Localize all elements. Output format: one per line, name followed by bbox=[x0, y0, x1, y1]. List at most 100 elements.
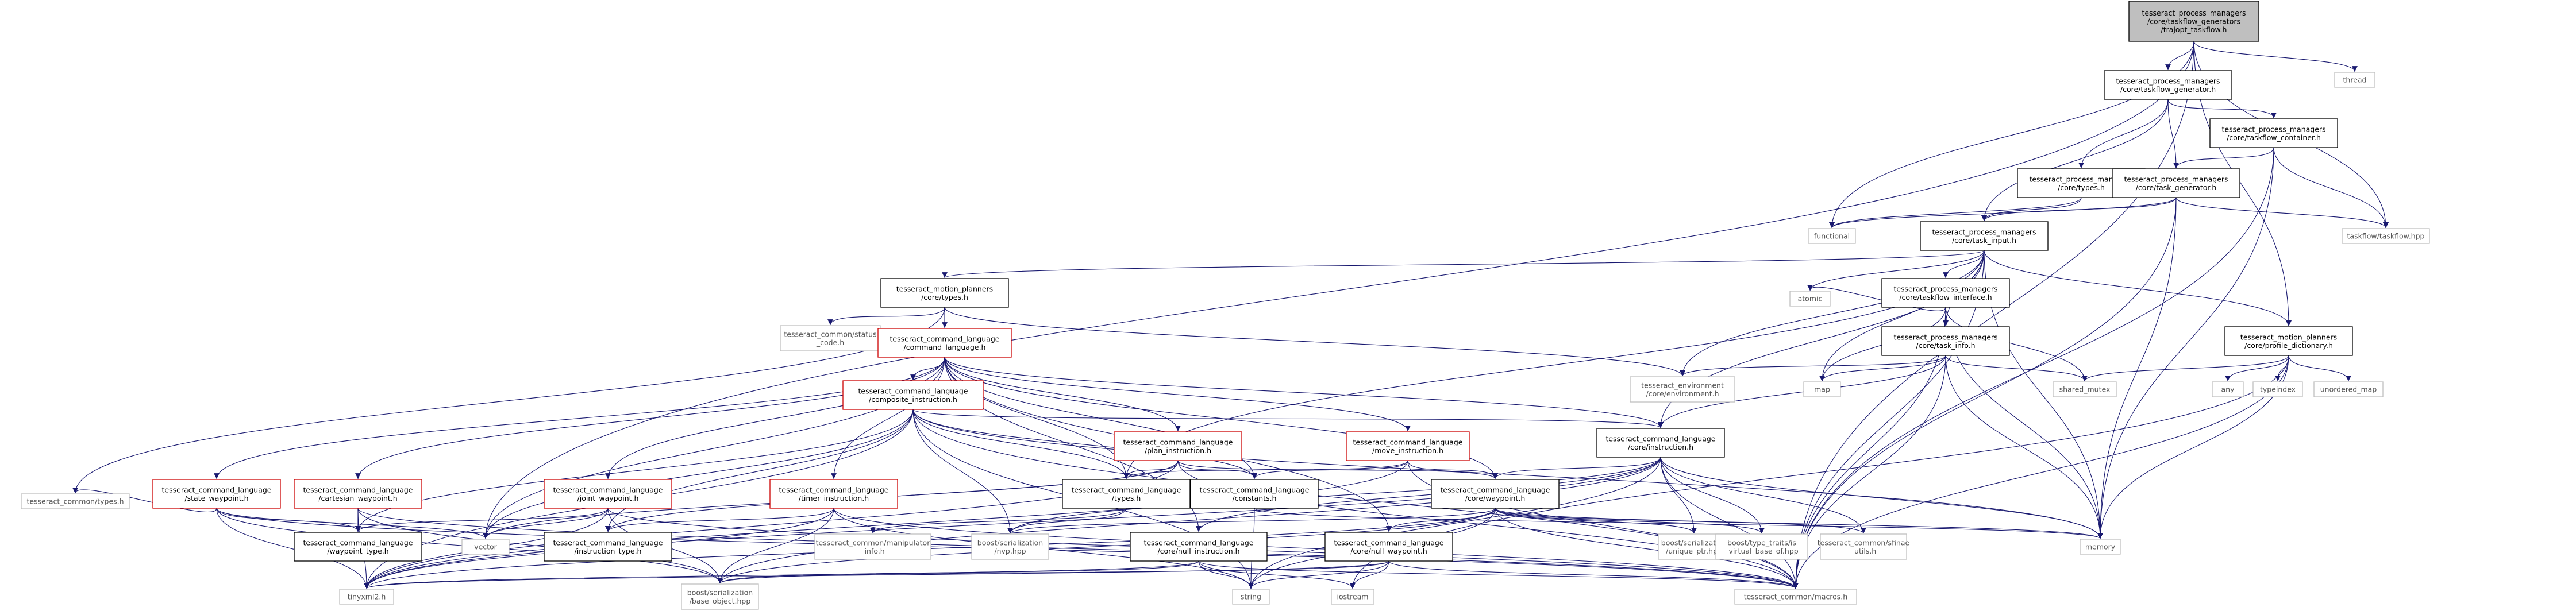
edge-joint_wp-to-vector bbox=[483, 508, 609, 539]
edge-cl_types-to-nvp bbox=[1007, 508, 1127, 534]
edge bbox=[364, 460, 1408, 589]
node-label-line: tesseract_process_managers bbox=[2124, 175, 2228, 183]
node-null_instr[interactable]: tesseract_command_language/core/null_ins… bbox=[1130, 532, 1268, 562]
edge-cmd_lang-to-plan_instr bbox=[944, 357, 1181, 432]
edge bbox=[2167, 99, 2277, 119]
node-waypoint[interactable]: tesseract_command_language/core/waypoint… bbox=[1431, 479, 1560, 509]
node-box bbox=[880, 278, 1009, 308]
node-label-line: /types.h bbox=[1112, 494, 1141, 502]
node-label-line: /unique_ptr.hpp bbox=[1666, 547, 1722, 555]
node-label-line: /instruction_type.h bbox=[575, 547, 642, 555]
node-root[interactable]: tesseract_process_managers/core/taskflow… bbox=[2128, 1, 2259, 42]
edge bbox=[2175, 197, 2389, 229]
node-label-line: iostream bbox=[1337, 593, 1369, 601]
edge-mp_types-to-status_code bbox=[827, 307, 945, 326]
node-profile_dict[interactable]: tesseract_motion_planners/core/profile_d… bbox=[2224, 326, 2353, 356]
edge-composite-to-memory bbox=[912, 409, 2103, 539]
edge-instruction-to-sfinae bbox=[1660, 457, 1866, 534]
node-any: any bbox=[2212, 381, 2244, 397]
node-box bbox=[2112, 168, 2240, 198]
node-mp_types[interactable]: tesseract_motion_planners/core/types.h bbox=[880, 278, 1009, 308]
node-box bbox=[294, 479, 422, 509]
edge-composite-to-cl_types bbox=[912, 409, 1129, 479]
node-move_instr[interactable]: tesseract_command_language/move_instruct… bbox=[1346, 431, 1470, 461]
node-atomic: atomic bbox=[1789, 291, 1831, 307]
edge-instruction-to-nvp bbox=[1007, 457, 1661, 534]
node-tfc_h[interactable]: tesseract_process_managers/core/taskflow… bbox=[2209, 118, 2338, 148]
edge bbox=[1945, 355, 2103, 539]
node-instruction[interactable]: tesseract_command_language/core/instruct… bbox=[1596, 428, 1725, 458]
node-label-line: tesseract_environment bbox=[1641, 381, 1724, 389]
edge-move_instr-to-waypoint bbox=[1407, 460, 1498, 479]
edge bbox=[1252, 460, 1408, 479]
node-cart_wp[interactable]: tesseract_command_language/cartesian_way… bbox=[294, 479, 422, 509]
node-box bbox=[461, 539, 510, 555]
edge-instruction-to-tinyxml2 bbox=[364, 457, 1661, 589]
edge-cart_wp-to-base_object bbox=[357, 508, 723, 584]
edge-profile_dict-to-any bbox=[2225, 355, 2289, 382]
node-plan_instr[interactable]: tesseract_command_language/plan_instruct… bbox=[1114, 431, 1242, 461]
edge bbox=[1793, 147, 2274, 589]
node-typeindex: typeindex bbox=[2252, 381, 2303, 397]
node-tinyxml2: tinyxml2.h bbox=[339, 589, 394, 605]
node-label-line: /waypoint_type.h bbox=[327, 547, 388, 555]
node-macros: tesseract_common/macros.h bbox=[1734, 589, 1857, 605]
node-box bbox=[2342, 228, 2430, 244]
node-label-line: /cartesian_waypoint.h bbox=[318, 494, 397, 502]
node-task_input[interactable]: tesseract_process_managers/core/task_inp… bbox=[1920, 221, 2049, 251]
edge bbox=[605, 409, 914, 532]
node-timer_instr[interactable]: tesseract_command_language/timer_instruc… bbox=[769, 479, 898, 509]
edge bbox=[2165, 41, 2194, 71]
node-null_wp[interactable]: tesseract_command_language/core/null_way… bbox=[1324, 532, 1453, 562]
node-task_gen[interactable]: tesseract_process_managers/core/task_gen… bbox=[2112, 168, 2240, 198]
edge-null_wp-to-macros bbox=[1388, 560, 1799, 589]
edge-root-to-vector bbox=[483, 41, 2194, 539]
edge bbox=[1123, 460, 1408, 479]
edge bbox=[2078, 99, 2169, 169]
edge-task_gen-to-taskflow bbox=[2175, 197, 2389, 229]
node-instr_type[interactable]: tesseract_command_language/instruction_t… bbox=[544, 532, 672, 562]
edge-state_wp-to-tinyxml2 bbox=[216, 508, 369, 589]
edge bbox=[605, 508, 834, 532]
node-label-line: tesseract_command_language bbox=[1072, 485, 1181, 494]
edge bbox=[605, 357, 945, 479]
node-cmd_lang[interactable]: tesseract_command_language/command_langu… bbox=[877, 328, 1012, 358]
node-taskflow: taskflow/taskflow.hpp bbox=[2342, 228, 2430, 244]
node-cl_types[interactable]: tesseract_command_language/types.h bbox=[1062, 479, 1191, 509]
edge bbox=[483, 41, 2194, 539]
node-box bbox=[544, 479, 672, 509]
node-composite[interactable]: tesseract_command_language/composite_ins… bbox=[842, 380, 984, 410]
edge bbox=[1807, 285, 1946, 311]
edge bbox=[1981, 197, 2082, 222]
node-box bbox=[2224, 326, 2353, 356]
node-task_info[interactable]: tesseract_process_managers/core/task_inf… bbox=[1881, 326, 2010, 356]
edge bbox=[2193, 41, 2358, 72]
node-label-line: /nvp.hpp bbox=[994, 547, 1026, 555]
node-state_wp[interactable]: tesseract_command_language/state_waypoin… bbox=[152, 479, 281, 509]
edge-tfc_h-to-memory bbox=[2097, 147, 2274, 539]
node-box bbox=[769, 479, 898, 509]
edge bbox=[483, 508, 609, 539]
node-constants[interactable]: tesseract_command_language/constants.h bbox=[1190, 479, 1319, 509]
node-label-line: tesseract_command_language bbox=[779, 485, 889, 494]
node-label-line: tesseract_common/types.h bbox=[26, 497, 124, 506]
edge bbox=[355, 508, 609, 532]
edge bbox=[1495, 508, 1765, 534]
edge bbox=[1177, 460, 1257, 479]
node-manipulator_info: tesseract_common/manipulator_info.h bbox=[814, 533, 931, 560]
node-tg_h[interactable]: tesseract_process_managers/core/taskflow… bbox=[2104, 70, 2232, 100]
node-tfi_h[interactable]: tesseract_process_managers/core/taskflow… bbox=[1881, 278, 2010, 308]
edge-null_instr-to-tinyxml2 bbox=[364, 560, 1199, 589]
edge bbox=[1492, 457, 1661, 479]
edge bbox=[831, 357, 945, 479]
edge bbox=[944, 357, 1181, 432]
node-box bbox=[2313, 381, 2384, 397]
edge-state_wp-to-common_types bbox=[72, 488, 217, 513]
edge-task_input-to-env_h bbox=[1680, 250, 1985, 377]
node-box bbox=[21, 493, 130, 509]
edge-null_instr-to-iostream bbox=[1198, 560, 1356, 589]
edge-timer_instr-to-instr_type bbox=[605, 508, 834, 532]
edge-cmd_lang-to-timer_instr bbox=[831, 357, 945, 479]
node-wp_type[interactable]: tesseract_command_language/waypoint_type… bbox=[294, 532, 422, 562]
node-joint_wp[interactable]: tesseract_command_language/joint_waypoin… bbox=[544, 479, 672, 509]
